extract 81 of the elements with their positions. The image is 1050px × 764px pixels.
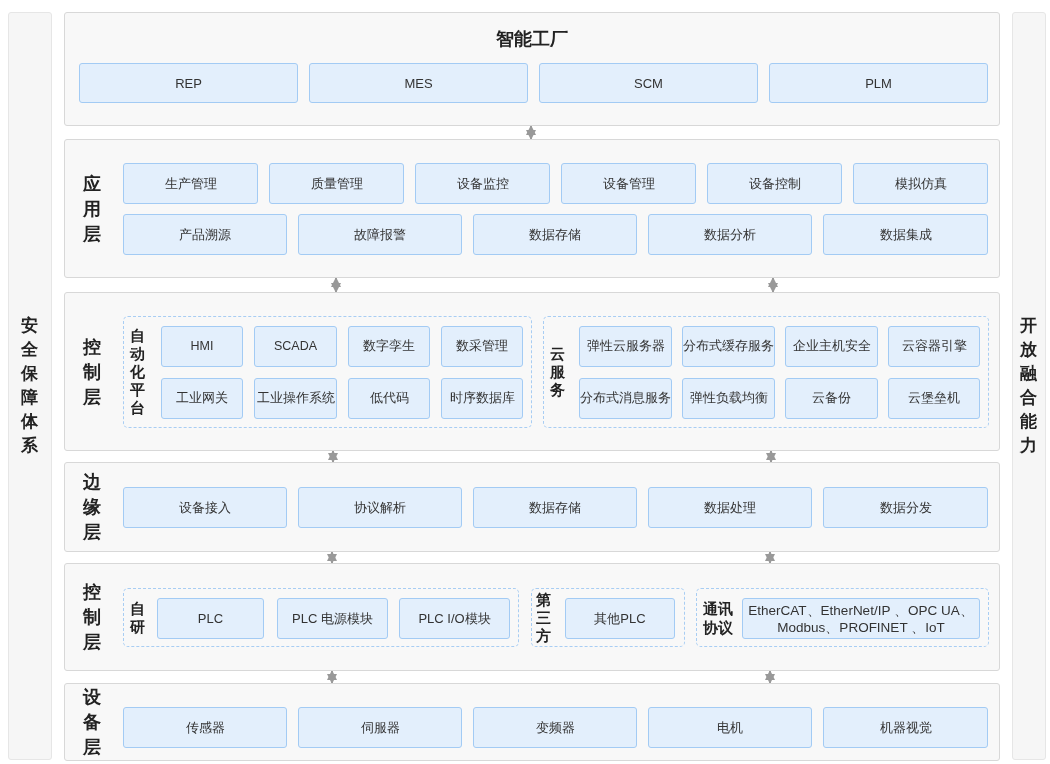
- double-arrow: [765, 670, 775, 684]
- dashed-group: [123, 316, 532, 428]
- double-arrow: [768, 277, 778, 293]
- dashed-group: [123, 588, 519, 647]
- module-box: 电机: [648, 707, 812, 748]
- module-box: 企业主机安全: [785, 326, 878, 367]
- module-box: 质量管理: [269, 163, 404, 204]
- module-box: 生产管理: [123, 163, 258, 204]
- module-box: 故障报警: [298, 214, 462, 255]
- layer-heading: 边缘层: [83, 470, 101, 544]
- layer-heading: 应用层: [83, 172, 101, 245]
- side-heading: 安全保障体系: [21, 315, 38, 457]
- module-box: HMI: [161, 326, 243, 367]
- module-box: 变频器: [473, 707, 637, 748]
- dashed-group: [531, 588, 685, 647]
- module-box: 产品溯源: [123, 214, 287, 255]
- module-box: 设备接入: [123, 487, 287, 528]
- double-arrow: [765, 551, 775, 564]
- layer-band: [64, 563, 1000, 671]
- module-box: 数采管理: [441, 326, 523, 367]
- module-box: 设备控制: [707, 163, 842, 204]
- module-box: 弹性云服务器: [579, 326, 672, 367]
- layer-heading: 控制层: [83, 580, 101, 654]
- module-box: REP: [79, 63, 298, 103]
- module-box: 其他PLC: [565, 598, 675, 639]
- module-box: 数据处理: [648, 487, 812, 528]
- module-box: 云容器引擎: [888, 326, 980, 367]
- double-arrow: [327, 551, 337, 564]
- module-box: SCADA: [254, 326, 337, 367]
- double-arrow: [328, 450, 338, 463]
- module-box: 设备管理: [561, 163, 696, 204]
- module-box: SCM: [539, 63, 758, 103]
- module-box: 云堡垒机: [888, 378, 980, 419]
- module-box: PLC 电源模块: [277, 598, 388, 639]
- module-box: 数据存储: [473, 487, 637, 528]
- module-box: PLC: [157, 598, 264, 639]
- side-band: [8, 12, 52, 760]
- module-box: EtherCAT、EtherNet/IP 、OPC UA、Modbus、PROFINET 、IoT: [742, 598, 980, 639]
- layer-band: [64, 12, 1000, 126]
- layer-heading: 设备层: [83, 685, 101, 759]
- double-arrow: [327, 670, 337, 684]
- module-box: 低代码: [348, 378, 430, 419]
- side-band: [1012, 12, 1046, 760]
- group-heading: 云服务: [550, 345, 565, 399]
- module-box: 传感器: [123, 707, 287, 748]
- layer-band: [64, 462, 1000, 552]
- module-box: PLM: [769, 63, 988, 103]
- module-box: 工业网关: [161, 378, 243, 419]
- module-box: 模拟仿真: [853, 163, 988, 204]
- dashed-group: [696, 588, 989, 647]
- module-box: 机器视觉: [823, 707, 988, 748]
- module-box: 时序数据库: [441, 378, 523, 419]
- module-box: 数据分析: [648, 214, 812, 255]
- module-box: 设备监控: [415, 163, 550, 204]
- module-box: 数据分发: [823, 487, 988, 528]
- layer-heading: 智能工厂: [495, 28, 569, 51]
- module-box: 数字孪生: [348, 326, 430, 367]
- dashed-group: [543, 316, 989, 428]
- module-box: PLC I/O模块: [399, 598, 510, 639]
- module-box: 数据存储: [473, 214, 637, 255]
- layer-band: [64, 683, 1000, 761]
- module-box: 工业操作系统: [254, 378, 337, 419]
- side-heading: 开放融合能力: [1020, 315, 1037, 457]
- layer-heading: 控制层: [83, 335, 101, 408]
- module-box: 弹性负载均衡: [682, 378, 775, 419]
- module-box: 分布式消息服务: [579, 378, 672, 419]
- module-box: 分布式缓存服务: [682, 326, 775, 367]
- module-box: 伺服器: [298, 707, 462, 748]
- double-arrow: [331, 277, 341, 293]
- group-heading: 通讯协议: [703, 598, 734, 637]
- group-heading: 自动化平台: [130, 327, 145, 417]
- group-heading: 自研: [130, 599, 145, 636]
- double-arrow: [766, 450, 776, 463]
- layer-band: [64, 292, 1000, 451]
- module-box: 协议解析: [298, 487, 462, 528]
- module-box: 云备份: [785, 378, 878, 419]
- module-box: 数据集成: [823, 214, 988, 255]
- group-heading: 第三方: [536, 590, 551, 645]
- layer-band: [64, 139, 1000, 278]
- double-arrow: [526, 125, 536, 140]
- module-box: MES: [309, 63, 528, 103]
